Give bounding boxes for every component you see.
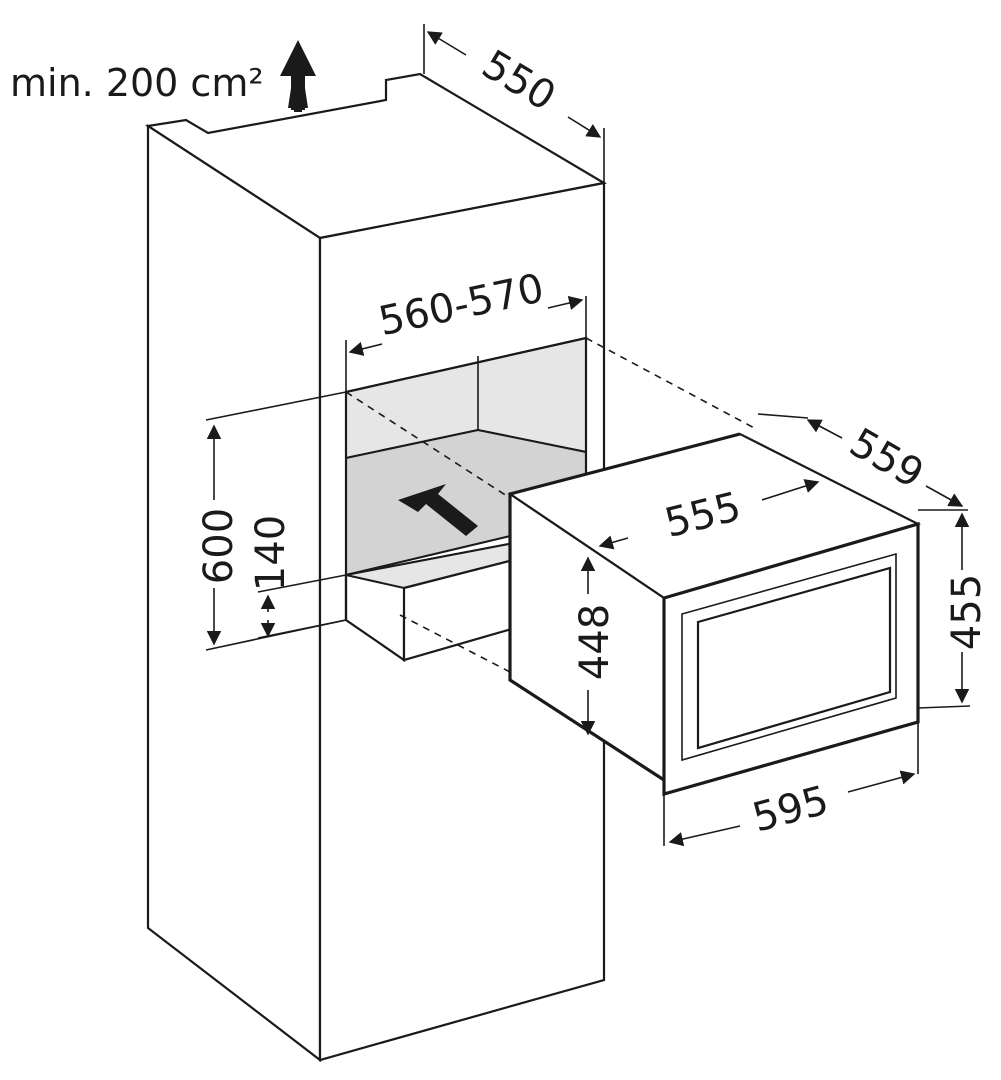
label-front-width: 595: [748, 777, 834, 841]
appliance: [507, 432, 921, 797]
dim-shelf-height: 140: [248, 515, 347, 639]
insert-direction-arrow-icon: [398, 484, 478, 536]
label-niche-depth: 550: [474, 41, 563, 120]
label-front-height: 455: [944, 574, 990, 650]
label-appliance-height: 448: [572, 604, 618, 680]
projection-lines: [345, 337, 759, 673]
appliance-window-inner: [696, 566, 892, 750]
label-niche-height: 600: [196, 508, 242, 584]
appliance-window: [681, 552, 897, 762]
label-appliance-depth: 559: [842, 420, 931, 498]
airflow-up-arrow-icon: [280, 40, 316, 112]
cabinet-side-face: [146, 123, 322, 1063]
ventilation-note: min. 200 cm²: [10, 61, 264, 105]
dim-front-height: 455: [917, 512, 990, 709]
label-shelf-height: 140: [248, 515, 294, 591]
dim-appliance-height: 448: [572, 556, 618, 736]
